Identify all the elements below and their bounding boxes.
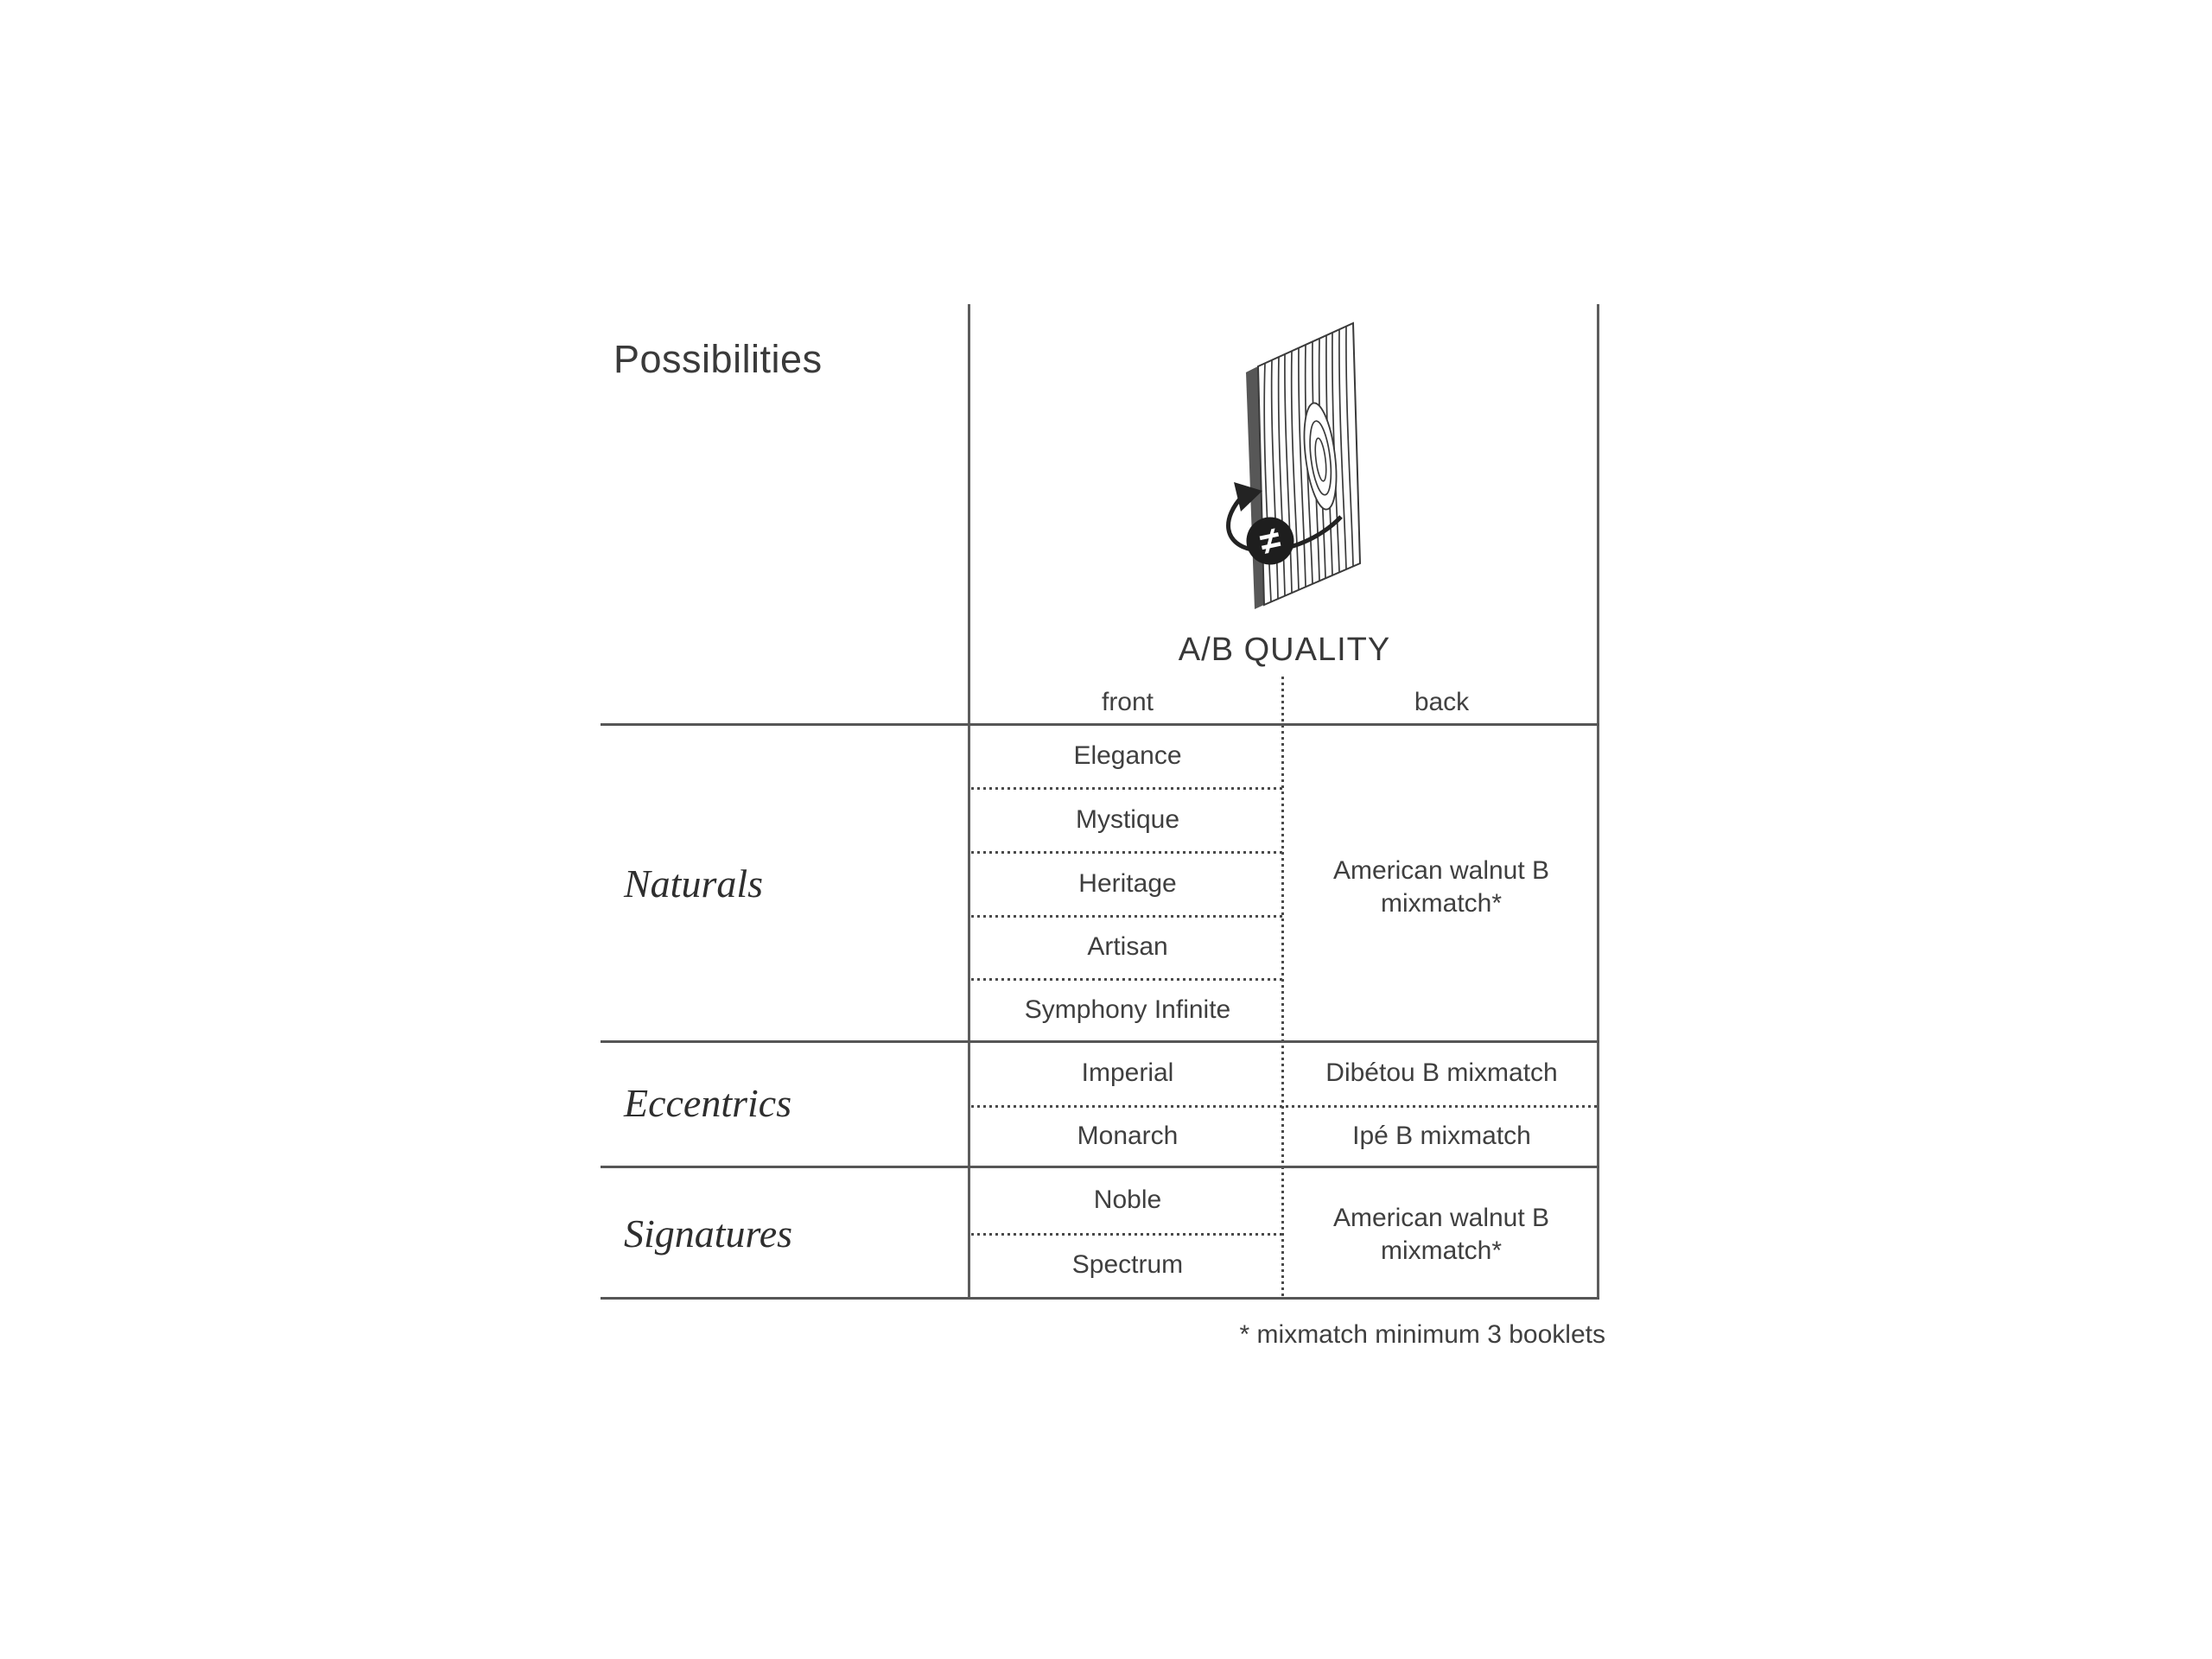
naturals-eccentrics-rule <box>601 1040 1599 1043</box>
wood-panel-flip-icon: ≠ <box>1226 321 1362 609</box>
table-cell-front: Imperial <box>1081 1058 1174 1087</box>
row-divider-dotted <box>971 978 1282 981</box>
table-cell-front: Noble <box>1093 1185 1162 1214</box>
front-back-dotted-divider <box>1281 677 1284 1298</box>
table-cell-front: Elegance <box>1073 741 1182 770</box>
ab-quality-caption: A/B QUALITY <box>1178 632 1391 668</box>
table-left-column-divider <box>968 304 970 1300</box>
table-cell-front: Artisan <box>1087 932 1168 961</box>
table-cell-front: Symphony Infinite <box>1024 995 1231 1024</box>
eccentrics-signatures-rule <box>601 1166 1599 1168</box>
wood-grain-lines <box>1263 326 1354 603</box>
table-cell-back-merged: American walnut B mixmatch* <box>1332 1204 1550 1265</box>
table-cell-back: Ipé B mixmatch <box>1352 1122 1531 1150</box>
table-cell-front: Spectrum <box>1071 1250 1184 1279</box>
table-cell-front: Monarch <box>1077 1122 1179 1150</box>
table-cell-front: Mystique <box>1075 805 1180 834</box>
group-label-signatures: Signatures <box>624 1211 793 1255</box>
column-header-back: back <box>1414 688 1470 716</box>
page-title: Possibilities <box>613 337 823 381</box>
header-rule <box>601 723 1599 726</box>
table-bottom-rule <box>601 1297 1599 1300</box>
column-header-front: front <box>1101 688 1154 716</box>
wood-knot <box>1303 402 1338 511</box>
group-label-eccentrics: Eccentrics <box>624 1081 792 1125</box>
row-divider-dotted-full <box>971 1105 1599 1108</box>
row-divider-dotted <box>971 1233 1282 1236</box>
table-cell-front: Heritage <box>1078 869 1177 898</box>
table-cell-back-merged: American walnut B mixmatch* <box>1332 856 1550 918</box>
footnote: * mixmatch minimum 3 booklets <box>1239 1320 1605 1349</box>
row-divider-dotted <box>971 851 1282 854</box>
table-cell-back: Dibétou B mixmatch <box>1325 1058 1558 1087</box>
table-right-border <box>1597 304 1599 1300</box>
row-divider-dotted <box>971 787 1282 790</box>
not-equal-icon <box>1246 517 1294 565</box>
group-label-naturals: Naturals <box>624 861 764 906</box>
rotation-arrowhead <box>1234 482 1262 512</box>
row-divider-dotted <box>971 915 1282 918</box>
